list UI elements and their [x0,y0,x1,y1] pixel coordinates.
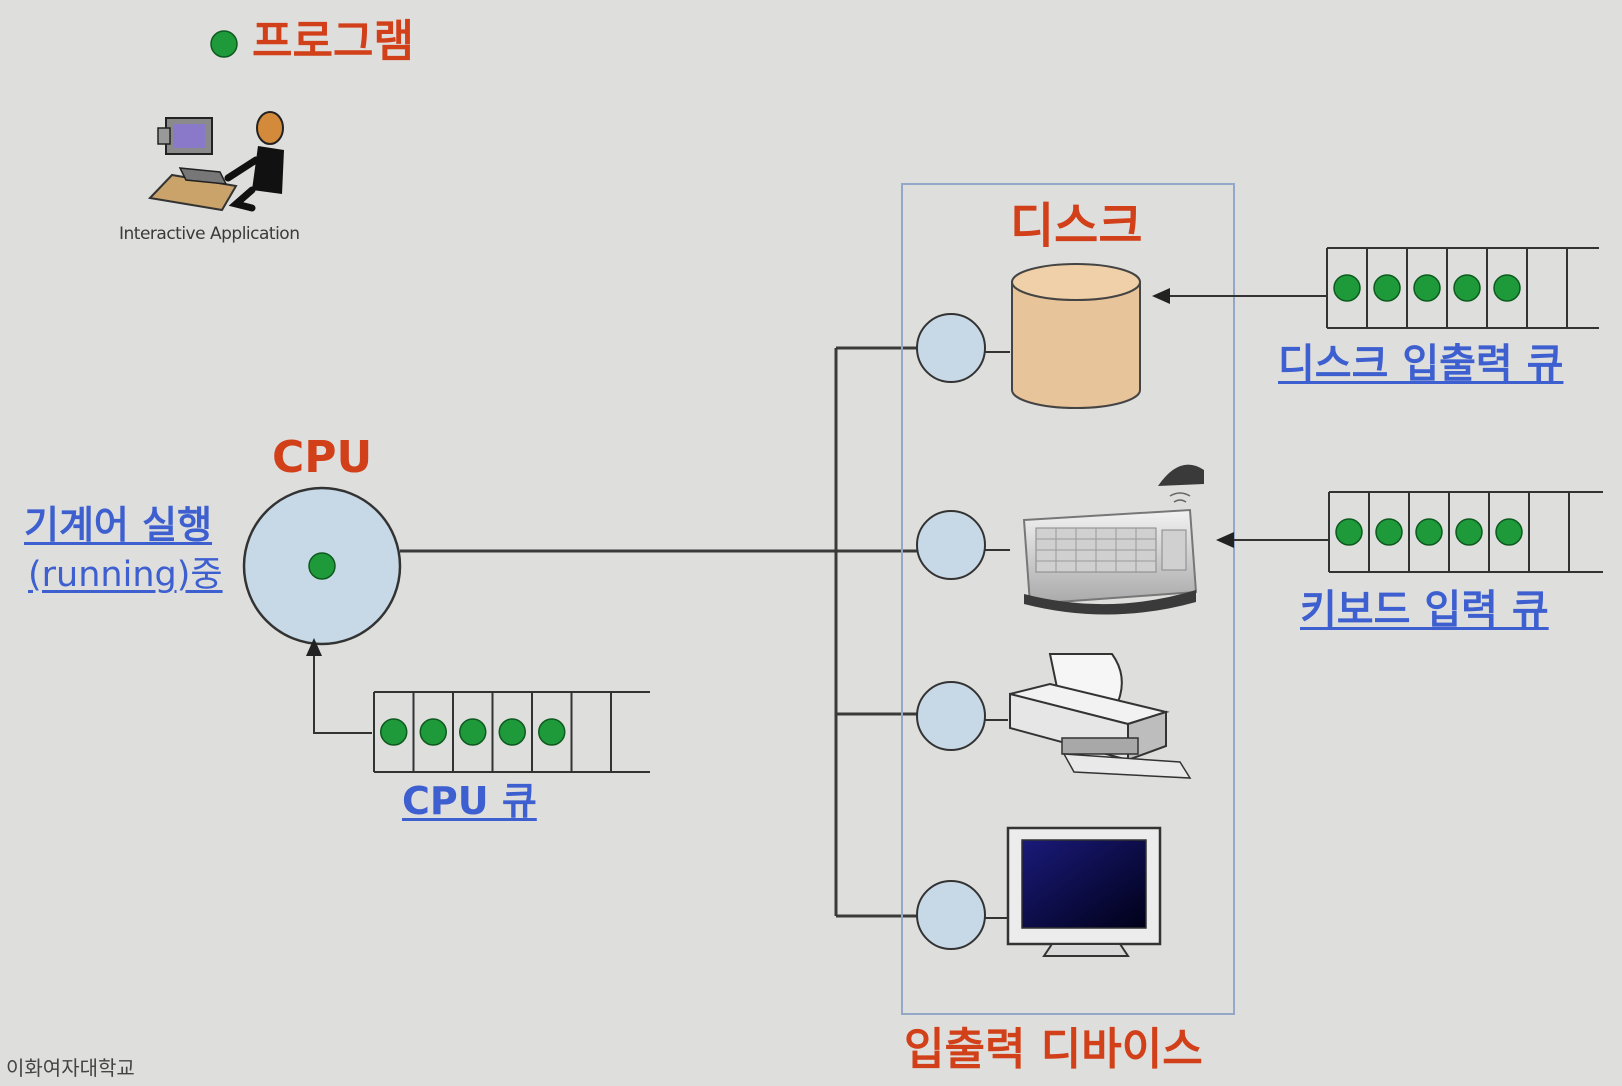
queued-process-dot [1375,518,1403,546]
disk-label: 디스크 [1010,198,1143,254]
queued-process-dot [1413,274,1441,302]
io-device-box [901,183,1235,1015]
program-title: 프로그램 [252,16,414,67]
queued-process-dot [1455,518,1483,546]
queued-process-dot [1453,274,1481,302]
cpu-queue [373,691,650,773]
queued-process-dot [1495,518,1523,546]
running-label-line2: (running)중 [28,555,223,595]
keyboard-node [916,510,986,580]
queued-process-dot [1333,274,1361,302]
disk-node [916,313,986,383]
cpu-queue-arrow [306,638,372,734]
queued-process-dot [1493,274,1521,302]
cpu-queue-label: CPU 큐 [402,779,537,823]
monitor-icon [1006,826,1162,957]
queued-process-dot [1415,518,1443,546]
printer-node [916,681,986,751]
io-devices-label: 입출력 디바이스 [904,1024,1203,1075]
keyboard-queue-label: 키보드 입력 큐 [1300,587,1549,633]
queued-process-dot [1373,274,1401,302]
queued-process-dot [1335,518,1363,546]
queued-process-dot [498,718,526,746]
disk-io-queue [1326,247,1599,329]
app-caption: Interactive Application [119,224,300,244]
keyboard-input-queue [1328,491,1603,573]
running-label-line1: 기계어 실행 [24,503,213,547]
monitor-node [916,880,986,950]
cpu-label: CPU [272,432,373,483]
keyboard-icon [1022,464,1204,615]
disk-cylinder-icon [1011,263,1141,409]
person-at-computer-icon [147,111,284,212]
title-bullet-icon [210,30,238,58]
queued-process-dot [419,718,447,746]
queued-process-dot [380,718,408,746]
printer-icon [1009,653,1192,779]
bus-lines [400,346,918,918]
queued-process-dot [538,718,566,746]
disk-queue-label: 디스크 입출력 큐 [1278,341,1564,387]
queued-process-dot [459,718,487,746]
running-process-dot [308,552,336,580]
footer-university: 이화여자대학교 [6,1056,135,1080]
